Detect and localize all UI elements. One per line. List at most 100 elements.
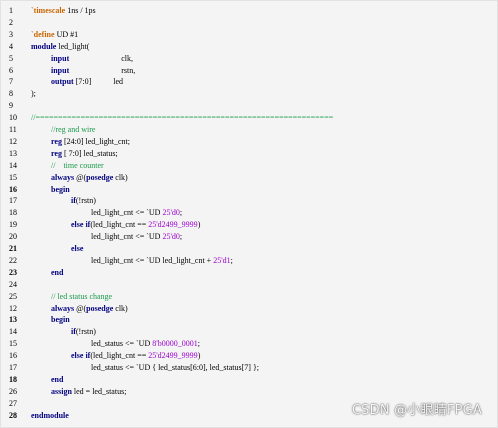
keyword-token: reg — [51, 136, 62, 146]
code-token: [ 7:0] led_status; — [61, 148, 118, 158]
code-text: endmodule — [31, 410, 69, 422]
number-token: 25'd2499_9999 — [148, 220, 198, 230]
line-number: 18 — [9, 208, 17, 218]
code-token — [31, 77, 51, 86]
code-token: [7:0] led — [73, 77, 124, 87]
code-text: led_light_cnt <= `UD 25'd0; — [31, 231, 182, 243]
keyword-token: else if — [71, 220, 91, 230]
code-token: @( — [74, 303, 87, 313]
code-token: led_light_cnt <= `UD led_light_cnt + — [31, 255, 214, 265]
keyword-token: begin — [51, 315, 70, 325]
comment-token: //======================================… — [31, 113, 334, 123]
code-line: 15 led_status <= `UD 8'b0000_0001; — [1, 338, 498, 350]
code-token: led_status <= `UD { led_status[6:0], led… — [31, 363, 260, 372]
code-line: 8); — [1, 88, 498, 100]
code-token: led_light( — [56, 41, 90, 51]
keyword-token: else — [71, 244, 84, 253]
code-text: output [7:0] led — [31, 76, 123, 88]
number-token: 25'd0 — [162, 208, 180, 218]
code-token: ; — [179, 232, 183, 242]
line-number: 22 — [9, 255, 17, 265]
code-line: 7 output [7:0] led — [1, 76, 498, 88]
line-number: 8 — [9, 89, 13, 99]
code-line: 16 begin — [1, 184, 498, 196]
code-text: // led status change — [31, 291, 112, 303]
code-line: 20 led_light_cnt <= `UD 25'd0; — [1, 231, 498, 243]
code-token: clk) — [113, 303, 128, 313]
code-token: ; — [179, 208, 183, 218]
code-token: ; — [230, 255, 233, 265]
code-token: ) — [197, 220, 201, 230]
code-text: // time counter — [31, 160, 104, 172]
code-token — [31, 244, 71, 253]
watermark: CSDN @小眼睛FPGA — [351, 403, 482, 418]
code-token: (led_light_cnt == — [90, 351, 149, 361]
code-text: led_light_cnt <= `UD 25'd0; — [31, 207, 182, 219]
comment-token: // time counter — [51, 160, 104, 170]
code-text: begin — [31, 184, 70, 196]
code-text: `define UD #1 — [31, 29, 78, 41]
code-line: 5 input clk, — [1, 53, 498, 65]
code-line: 3 `define UD #1 — [1, 29, 498, 41]
code-line: 10//====================================… — [1, 112, 498, 124]
code-line: 2 — [1, 17, 498, 29]
number-token: 8'b0000_0001 — [152, 339, 198, 349]
line-number: 20 — [9, 232, 17, 242]
code-token — [31, 173, 51, 182]
code-token: ; — [197, 339, 200, 349]
code-token — [31, 375, 51, 384]
code-token: clk, — [69, 53, 134, 63]
keyword-token: else if — [71, 351, 91, 361]
code-token — [31, 137, 51, 146]
line-number: 26 — [9, 386, 17, 396]
code-token: rstn, — [69, 65, 136, 75]
code-token: led_light_cnt <= `UD — [31, 232, 163, 242]
keyword-token: posedge — [86, 303, 114, 313]
code-text: module led_light( — [31, 41, 89, 53]
line-number: 6 — [9, 65, 13, 75]
keyword-token: input — [51, 53, 70, 63]
line-number: 28 — [9, 410, 17, 420]
keyword-token: end — [51, 374, 64, 384]
line-number: 18 — [9, 374, 17, 384]
keyword-token: always — [51, 303, 75, 313]
line-number: 16 — [9, 184, 17, 194]
line-number: 27 — [9, 398, 17, 408]
keyword-token: always — [51, 172, 75, 182]
code-token: led = led_status; — [71, 386, 127, 396]
keyword-token: begin — [51, 184, 70, 194]
code-line: 25 // led status change — [1, 291, 498, 303]
code-text: `timescale 1ns / 1ps — [31, 5, 96, 17]
code-line: 6 input rstn, — [1, 65, 498, 77]
line-number: 23 — [9, 267, 17, 277]
code-token — [31, 196, 71, 205]
line-number: 17 — [9, 363, 17, 372]
code-line: 1`timescale 1ns / 1ps — [1, 5, 498, 17]
line-number: 2 — [9, 17, 13, 27]
code-line: 14 if(!rstn) — [1, 326, 498, 338]
code-text: //reg and wire — [31, 124, 95, 136]
directive-token: `define — [31, 29, 55, 39]
line-number: 12 — [9, 136, 17, 146]
number-token: 25'd0 — [162, 232, 180, 242]
code-line: 19 else if(led_light_cnt == 25'd2499_999… — [1, 219, 498, 231]
code-text: assign led = led_status; — [31, 386, 126, 398]
line-number: 9 — [9, 101, 13, 111]
comment-token: //reg and wire — [51, 125, 96, 134]
line-number: 3 — [9, 29, 13, 39]
code-line: 13 reg [ 7:0] led_status; — [1, 148, 498, 160]
number-token: 25'd2499_9999 — [148, 351, 198, 361]
code-line: 26 assign led = led_status; — [1, 386, 498, 398]
code-line: 9 — [1, 100, 498, 112]
line-number: 21 — [9, 244, 17, 253]
code-text: reg [24:0] led_light_cnt; — [31, 136, 130, 148]
keyword-token: posedge — [86, 172, 114, 182]
code-text: end — [31, 267, 63, 279]
code-line: 13 begin — [1, 314, 498, 326]
code-text: led_status <= `UD { led_status[6:0], led… — [31, 362, 259, 374]
code-line: 28 endmodule — [1, 410, 498, 422]
code-token — [31, 220, 71, 229]
code-token: ) — [197, 351, 201, 361]
number-token: 25'd1 — [213, 255, 231, 265]
